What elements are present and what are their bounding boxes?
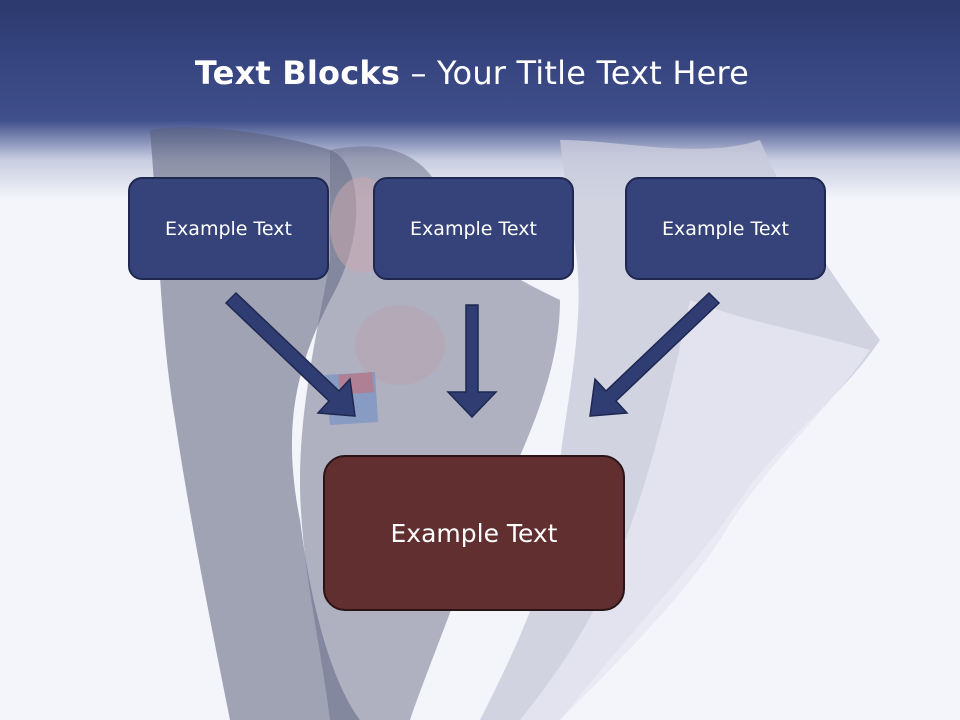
arrow-right-icon (589, 291, 721, 417)
text-block-2[interactable]: Example Text (373, 177, 574, 280)
text-block-3-label: Example Text (662, 217, 789, 240)
main-text-block-label: Example Text (390, 518, 558, 548)
title-bold-part: Text Blocks (194, 54, 401, 92)
slide-title: Text Blocks – Your Title Text Here (0, 54, 944, 92)
main-text-block[interactable]: Example Text (323, 455, 625, 611)
text-block-3[interactable]: Example Text (625, 177, 826, 280)
text-block-1-label: Example Text (165, 217, 292, 240)
title-rest-part: – Your Title Text Here (400, 54, 750, 92)
arrow-down-icon (446, 304, 498, 419)
text-block-2-label: Example Text (410, 217, 537, 240)
text-block-1[interactable]: Example Text (128, 177, 329, 280)
arrow-left-icon (224, 291, 356, 417)
